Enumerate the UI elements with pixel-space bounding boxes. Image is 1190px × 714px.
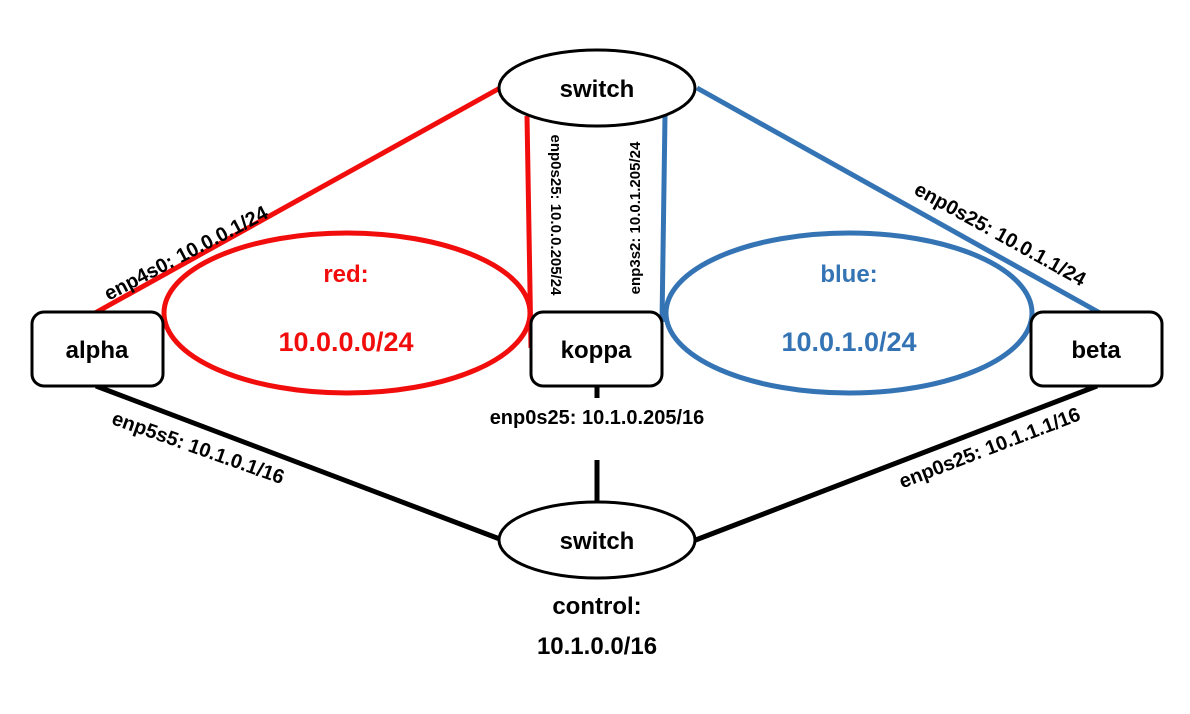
link-beta-blue [695, 85, 1102, 316]
top-switch [497, 48, 697, 128]
top-switch-label: switch [560, 76, 635, 103]
control-network-title: control: [552, 593, 641, 620]
alpha-node [30, 310, 165, 388]
beta-node [1029, 310, 1164, 388]
control-network-cidr: 10.1.0.0/16 [537, 633, 657, 660]
alpha-node-label: alpha [66, 337, 129, 364]
koppa-node [529, 310, 664, 388]
koppa-node-label: koppa [561, 337, 632, 364]
bottom-switch-label: switch [560, 528, 635, 555]
link-beta-control [692, 383, 1098, 544]
link-alpha-control [95, 383, 506, 544]
koppa-blue-interface-label: enp3s2: 10.0.1.205/24 [627, 141, 644, 294]
beta-control-interface-label: enp0s25: 10.1.1.1/16 [896, 404, 1083, 493]
beta-blue-interface-label: enp0s25: 10.0.1.1/24 [910, 179, 1090, 292]
koppa-control-interface-label: enp0s25: 10.1.0.205/16 [490, 407, 705, 429]
blue-network-title: blue: [820, 261, 877, 288]
blue-network-ellipse [663, 230, 1035, 396]
red-network-cidr: 10.0.0.0/24 [278, 327, 413, 357]
link-koppa-blue [659, 115, 668, 323]
bottom-switch [497, 500, 697, 580]
link-alpha-red [93, 85, 502, 316]
blue-network-cidr: 10.0.1.0/24 [781, 327, 916, 357]
beta-node-label: beta [1071, 337, 1121, 364]
red-network-ellipse [161, 230, 533, 396]
koppa-red-interface-label: enp0s25: 10.0.0.205/24 [547, 135, 564, 297]
alpha-red-interface-label: enp4s0: 10.0.0.1/24 [101, 202, 273, 306]
red-network-title: red: [323, 261, 368, 288]
